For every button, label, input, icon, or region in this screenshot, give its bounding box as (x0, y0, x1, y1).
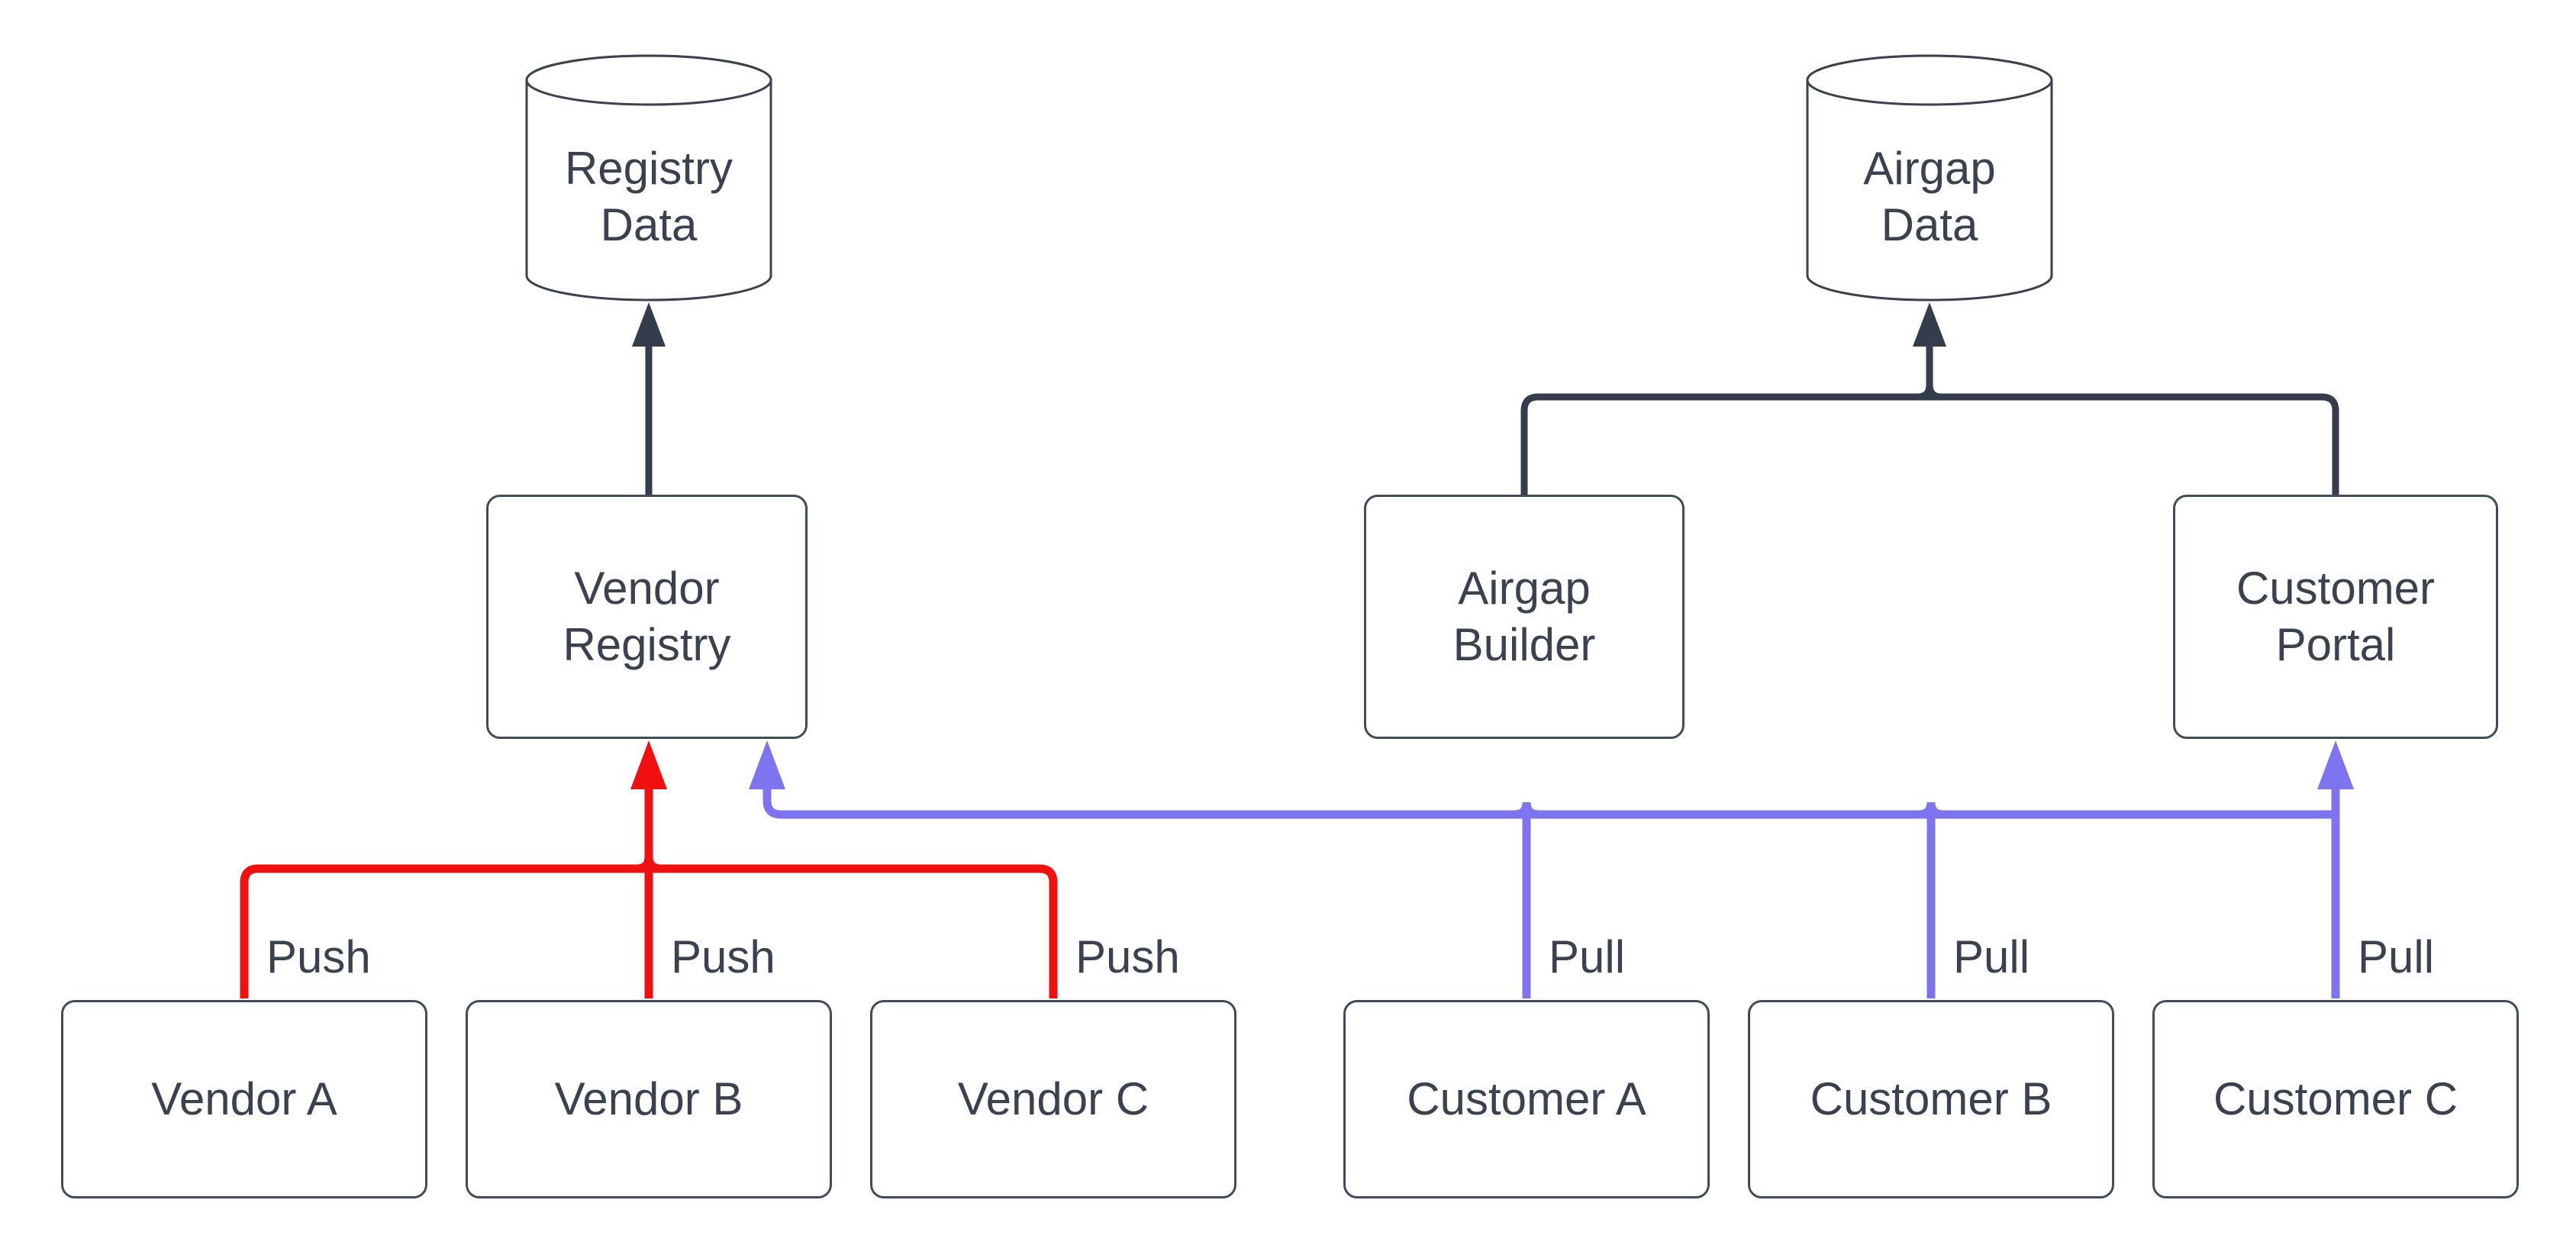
node-vendor-c-label: Vendor C (957, 1073, 1149, 1124)
edge-label-pull-customer-a: Pull (1546, 933, 1629, 982)
arrowhead-pull-vendor-registry (749, 740, 785, 789)
node-airgap-builder-line2: Builder (1452, 619, 1596, 670)
node-vendor-a-label: Vendor A (151, 1073, 337, 1124)
edge-label-push-vendor-a: Push (263, 933, 374, 982)
node-customer-portal: Customer Portal (2173, 495, 2498, 739)
node-customer-c-label: Customer C (2213, 1073, 2458, 1124)
label-registry-data-line1: Registry (564, 142, 733, 194)
node-customer-a: Customer A (1343, 1000, 1710, 1198)
edge-label-push-vendor-c: Push (1072, 933, 1183, 982)
node-vendor-registry-line1: Vendor (574, 563, 720, 614)
cylinder-airgap-data-rim (1806, 54, 2053, 106)
edge-label-pull-customer-c: Pull (2355, 933, 2438, 982)
edge-label-pull-customer-b: Pull (1950, 933, 2033, 982)
label-registry-data-line2: Data (600, 198, 698, 250)
edge-pull-bus (762, 788, 2336, 819)
node-airgap-builder-line1: Airgap (1458, 563, 1591, 614)
arrowhead-registry-data (632, 302, 666, 347)
node-vendor-a: Vendor A (61, 1000, 427, 1198)
junction-fork-push-bus (636, 856, 662, 873)
arrowhead-pull-customer-portal (2317, 740, 2354, 789)
edge-airgap-builder-customer-portal-bus (1520, 393, 2339, 495)
junction-fork-customer-a (1514, 802, 1539, 819)
node-vendor-c: Vendor C (870, 1000, 1236, 1198)
node-customer-b-label: Customer B (1810, 1073, 2052, 1124)
arrowhead-airgap-data (1913, 302, 1946, 347)
label-airgap-data-line2: Data (1881, 198, 1978, 250)
label-airgap-data: Airgap Data (1800, 115, 2059, 279)
node-customer-a-label: Customer A (1407, 1073, 1646, 1124)
label-registry-data: Registry Data (519, 115, 779, 279)
node-vendor-registry: Vendor Registry (486, 495, 808, 739)
edge-label-push-vendor-b: Push (668, 933, 779, 982)
node-vendor-registry-line2: Registry (563, 619, 731, 670)
cylinder-airgap-data (1806, 54, 2053, 302)
cylinder-registry-data-rim (525, 54, 772, 106)
node-customer-b: Customer B (1748, 1000, 2114, 1198)
node-airgap-builder: Airgap Builder (1364, 495, 1685, 739)
junction-fork-customer-b (1918, 802, 1944, 819)
label-airgap-data-line1: Airgap (1863, 142, 1996, 194)
node-customer-portal-line1: Customer (2236, 563, 2436, 614)
cylinder-registry-data (525, 54, 772, 302)
arrowhead-push-vendor-registry (630, 740, 667, 789)
node-vendor-b-label: Vendor B (554, 1073, 743, 1124)
node-vendor-b: Vendor B (466, 1000, 832, 1198)
node-customer-c: Customer C (2152, 1000, 2519, 1198)
junction-fork-airgap-bus (1917, 384, 1942, 401)
node-customer-portal-line2: Portal (2275, 619, 2396, 670)
